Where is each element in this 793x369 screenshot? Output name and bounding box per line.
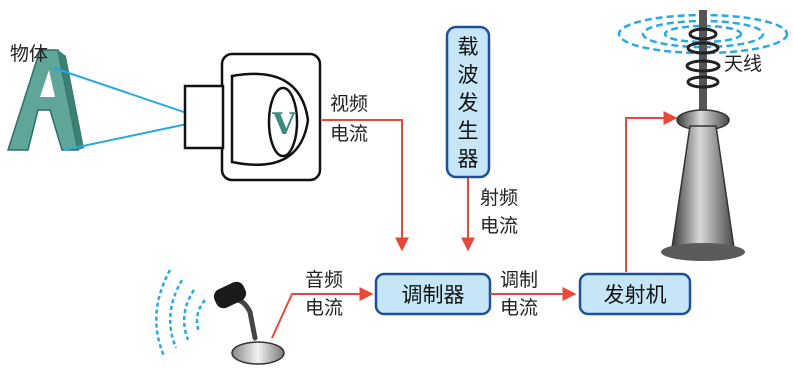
- audio-current-label-2: 电流: [305, 297, 343, 319]
- video-current-label-1: 视频: [330, 93, 368, 115]
- microphone-icon: [213, 281, 285, 365]
- carrier-generator-box: [445, 25, 491, 179]
- audio-current-label-1: 音频: [305, 269, 343, 291]
- sound-wave-icon: [155, 269, 206, 357]
- rf-current-label-2: 电流: [480, 215, 518, 237]
- video-current-label-2: 电流: [330, 123, 368, 145]
- antenna-tower-icon: [661, 10, 745, 261]
- svg-text:V: V: [271, 107, 296, 142]
- audio-current-arrow: [271, 287, 374, 339]
- modulated-current-label-2: 电流: [500, 297, 538, 319]
- video-current-arrow: [322, 119, 409, 252]
- transmitter-box: [578, 272, 692, 316]
- carrier-generator-char-4: 生: [458, 119, 479, 143]
- object-letter-a: [6, 49, 84, 151]
- tv-camera-icon: V: [183, 52, 322, 182]
- rf-current-label-1: 射频: [480, 187, 518, 209]
- carrier-generator-char-3: 发: [458, 91, 479, 115]
- carrier-generator-char-5: 器: [458, 147, 479, 171]
- transmitter-label: 发射机: [604, 283, 667, 307]
- carrier-generator-char-2: 波: [458, 63, 479, 87]
- modulated-current-label-1: 调制: [500, 269, 538, 291]
- antenna-label: 天线: [724, 53, 762, 75]
- modulator-label: 调制器: [402, 283, 465, 307]
- transmitter-to-antenna-arrow: [625, 111, 678, 272]
- carrier-generator-char-1: 载: [458, 35, 479, 59]
- object-label: 物体: [10, 43, 48, 65]
